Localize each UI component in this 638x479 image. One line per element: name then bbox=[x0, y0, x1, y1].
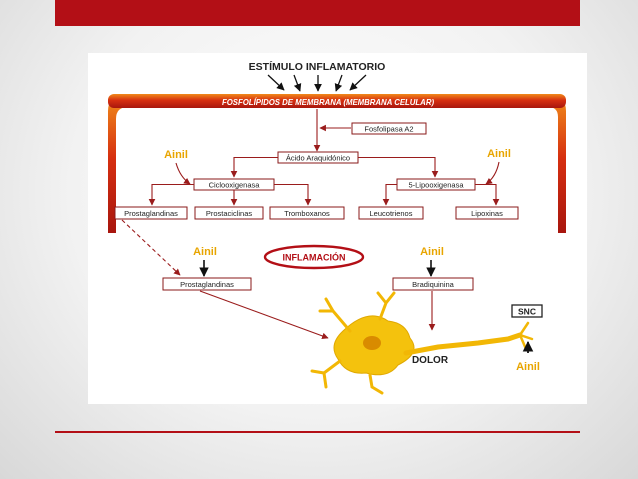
acido-label: Ácido Araquidónico bbox=[286, 154, 350, 163]
bradiquinina-box bbox=[392, 277, 474, 291]
dashed-arrow bbox=[121, 219, 181, 276]
fosfolipasa-label: Fosfolipasa A2 bbox=[364, 125, 413, 134]
prostaciclinas-label: Prostaciclinas bbox=[206, 209, 253, 218]
bradiquinina-label: Bradiquinina bbox=[412, 280, 455, 289]
inflammation-pathway-diagram: ESTÍMULO INFLAMATORIO FOSFOLÍPIDOS DE ME… bbox=[108, 60, 566, 395]
lipoxinas-label: Lipoxinas bbox=[471, 209, 503, 218]
lipoxinas-box bbox=[455, 206, 519, 220]
ainil-label-prostaglandinas: Ainil bbox=[193, 246, 217, 258]
lipooxigenasa-label: 5-Lipooxigenasa bbox=[408, 181, 464, 190]
fosfolipasa-box bbox=[351, 122, 427, 135]
ainil-label-cox: Ainil bbox=[164, 149, 188, 161]
inflamacion-label: INFLAMACIÓN bbox=[283, 252, 346, 263]
prostaglandinas2-box bbox=[162, 277, 252, 291]
stimulus-arrows bbox=[267, 74, 367, 92]
neuron-illustration bbox=[310, 291, 534, 395]
prostaglandinas2-label: Prostaglandinas bbox=[180, 280, 234, 289]
tromboxanos-label: Tromboxanos bbox=[284, 209, 330, 218]
dolor-label: DOLOR bbox=[412, 355, 449, 366]
footer-rule bbox=[55, 431, 580, 433]
ainil-label-snc: Ainil bbox=[516, 361, 540, 373]
leucotrienos-label: Leucotrienos bbox=[370, 209, 413, 218]
prostaglandinas-label: Prostaglandinas bbox=[124, 209, 178, 218]
leucotrienos-box bbox=[358, 206, 424, 220]
ciclooxigenasa-label: Ciclooxigenasa bbox=[209, 181, 261, 190]
snc-label: SNC bbox=[518, 307, 536, 317]
header-bar bbox=[55, 0, 580, 26]
membrane-band bbox=[108, 94, 566, 108]
ainil-label-bradiquinina: Ainil bbox=[420, 246, 444, 258]
prostaglandinas-box bbox=[114, 206, 188, 220]
membrane-label: FOSFOLÍPIDOS DE MEMBRANA (MEMBRANA CELUL… bbox=[222, 98, 434, 107]
inflamacion-oval bbox=[263, 244, 365, 270]
ainil-label-lox: Ainil bbox=[487, 148, 511, 160]
snc-box bbox=[511, 304, 543, 318]
prostaciclinas-box bbox=[194, 206, 264, 220]
tromboxanos-box bbox=[269, 206, 345, 220]
diagram-panel: ESTÍMULO INFLAMATORIO FOSFOLÍPIDOS DE ME… bbox=[88, 53, 587, 404]
stimulus-label: ESTÍMULO INFLAMATORIO bbox=[249, 60, 386, 73]
